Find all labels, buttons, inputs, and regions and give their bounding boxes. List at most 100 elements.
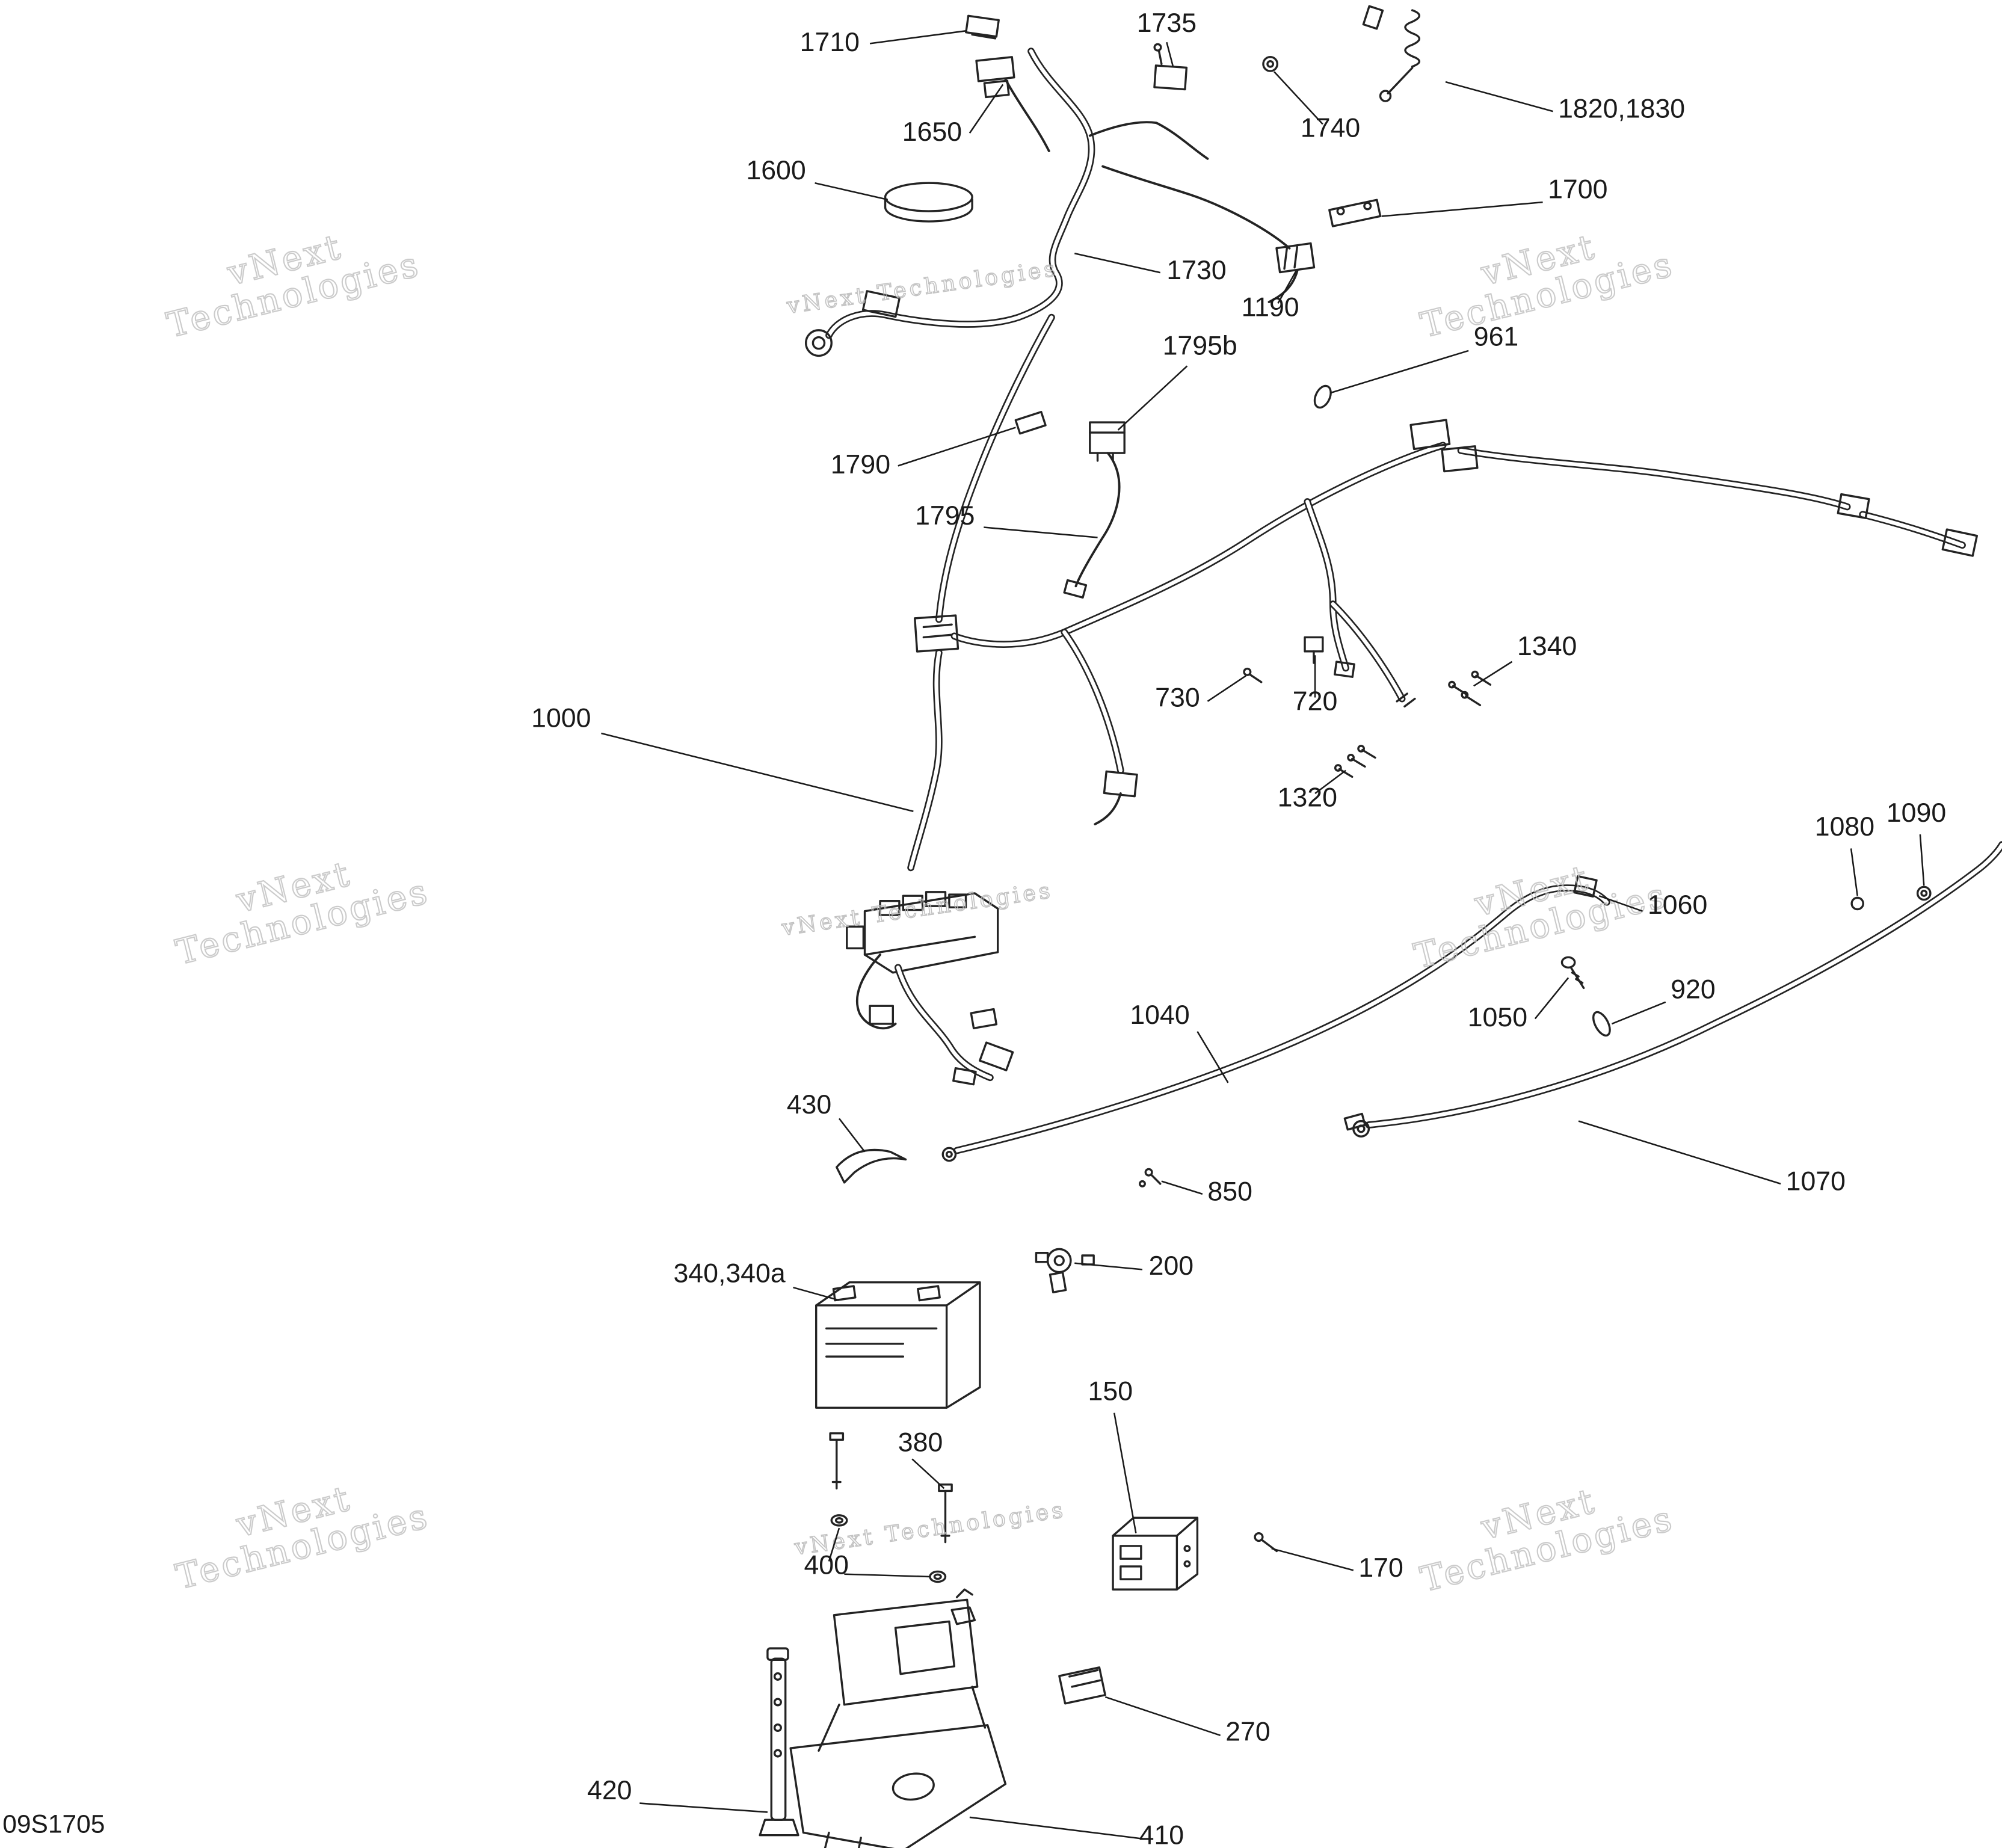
callout-1320: 1320	[1278, 783, 1337, 812]
part-1735	[1153, 43, 1188, 91]
leader-line-1795b	[1117, 365, 1188, 431]
part-1060	[1573, 875, 1598, 898]
part-1190	[1275, 242, 1316, 274]
callout-420: 420	[587, 1776, 632, 1805]
leader-line-270	[1104, 1696, 1221, 1736]
callout-150: 150	[1088, 1376, 1133, 1406]
leader-line-1730	[1074, 252, 1161, 274]
leader-line-1820,1830	[1445, 81, 1553, 112]
callout-1060: 1060	[1648, 890, 1707, 920]
leader-line-340,340a	[793, 1286, 840, 1301]
part-150-ecu	[1112, 1517, 1199, 1591]
callout-1000: 1000	[531, 703, 591, 733]
cables-art	[941, 841, 2002, 1162]
part-730	[1243, 667, 1263, 683]
callout-270: 270	[1225, 1717, 1270, 1746]
part-1600	[884, 182, 973, 223]
leader-line-150	[1113, 1412, 1137, 1533]
callout-1050: 1050	[1468, 1003, 1527, 1032]
leader-line-400	[844, 1573, 931, 1578]
leader-line-1740	[1274, 71, 1323, 125]
watermark: vNextTechnologies	[1408, 209, 1678, 345]
small-parts-art	[829, 1148, 1278, 1705]
watermark: vNextTechnologies	[1408, 1463, 1678, 1600]
doc-code: 09S1705	[2, 1810, 105, 1838]
watermark: vNextTechnologies	[163, 836, 433, 973]
part-380	[829, 1432, 953, 1544]
leader-line-1070	[1578, 1120, 1781, 1185]
callout-1710: 1710	[800, 28, 860, 57]
main-connector-art	[914, 614, 959, 653]
callout-400: 400	[804, 1551, 848, 1580]
mid-connector-art	[1103, 770, 1138, 798]
main-harness-art	[907, 313, 1979, 872]
callout-1790: 1790	[831, 450, 890, 479]
leader-line-850	[1161, 1180, 1203, 1195]
leader-lines-layer	[601, 29, 1925, 1840]
leader-line-730	[1207, 675, 1246, 702]
leader-line-920	[1611, 1001, 1666, 1025]
part-920	[1592, 1011, 1611, 1037]
callout-430: 430	[787, 1090, 831, 1120]
watermark: vNextTechnologies	[155, 209, 425, 345]
part-1820-1830	[1362, 5, 1421, 102]
part-720	[1304, 636, 1324, 664]
battery-tray-art	[759, 1588, 1007, 1848]
part-270	[1058, 1666, 1106, 1705]
leader-line-1650	[969, 84, 1004, 134]
leader-line-1700	[1381, 201, 1543, 217]
part-200	[1035, 1248, 1095, 1293]
battery-art	[815, 1281, 981, 1409]
callout-1080: 1080	[1815, 812, 1874, 842]
callout-1795b: 1795b	[1163, 331, 1237, 360]
part-1080	[1850, 896, 1864, 911]
part-1700	[1328, 199, 1382, 227]
part-961	[1313, 384, 1332, 409]
callout-410: 410	[1139, 1821, 1184, 1848]
watermark: vNext Technologies	[785, 255, 1060, 319]
leader-line-1040	[1197, 1031, 1229, 1083]
ecu-module-art	[1112, 1517, 1199, 1591]
leader-line-430	[838, 1118, 866, 1153]
callout-labels-layer: 17101650173517401820,1830160017001730119…	[531, 8, 1946, 1848]
fuse-box-connectors-art	[869, 1005, 1014, 1086]
part-1795	[1063, 452, 1121, 599]
part-340-battery	[815, 1281, 981, 1409]
callout-1700: 1700	[1548, 175, 1607, 205]
callout-1040: 1040	[1130, 1000, 1189, 1030]
part-1710	[965, 14, 1000, 40]
callout-1650: 1650	[902, 117, 962, 147]
leader-line-1090	[1919, 834, 1925, 886]
callout-1735: 1735	[1137, 8, 1197, 38]
callout-340,340a: 340,340a	[673, 1259, 785, 1289]
callout-1190: 1190	[1242, 292, 1299, 322]
callout-1340: 1340	[1517, 632, 1577, 661]
callout-730: 730	[1155, 683, 1200, 712]
watermark: vNext Technologies	[780, 877, 1055, 941]
callout-1730: 1730	[1166, 256, 1226, 285]
leader-line-1080	[1850, 848, 1858, 896]
cable-eyelets-art	[941, 1112, 1370, 1162]
callout-380: 380	[898, 1428, 943, 1457]
callout-200: 200	[1149, 1251, 1194, 1281]
fuse-box-art	[846, 891, 1014, 1086]
headlight-socket-art	[805, 290, 901, 357]
leader-line-1710	[869, 29, 967, 45]
part-1740	[1262, 55, 1279, 72]
leader-line-1060	[1598, 895, 1643, 912]
leader-line-1735	[1166, 42, 1174, 67]
part-1320	[1334, 745, 1376, 778]
callout-1740: 1740	[1301, 114, 1360, 143]
leader-line-410	[969, 1816, 1145, 1840]
callout-920: 920	[1671, 975, 1715, 1004]
leader-line-400	[828, 1527, 840, 1562]
part-1340	[1448, 670, 1492, 706]
callout-720: 720	[1293, 687, 1337, 716]
leader-line-170	[1271, 1547, 1354, 1571]
leader-line-1000	[601, 732, 914, 813]
leader-line-1790	[898, 427, 1016, 467]
callout-1090: 1090	[1886, 798, 1946, 828]
part-1090	[1916, 886, 1932, 901]
callout-850: 850	[1207, 1177, 1252, 1207]
